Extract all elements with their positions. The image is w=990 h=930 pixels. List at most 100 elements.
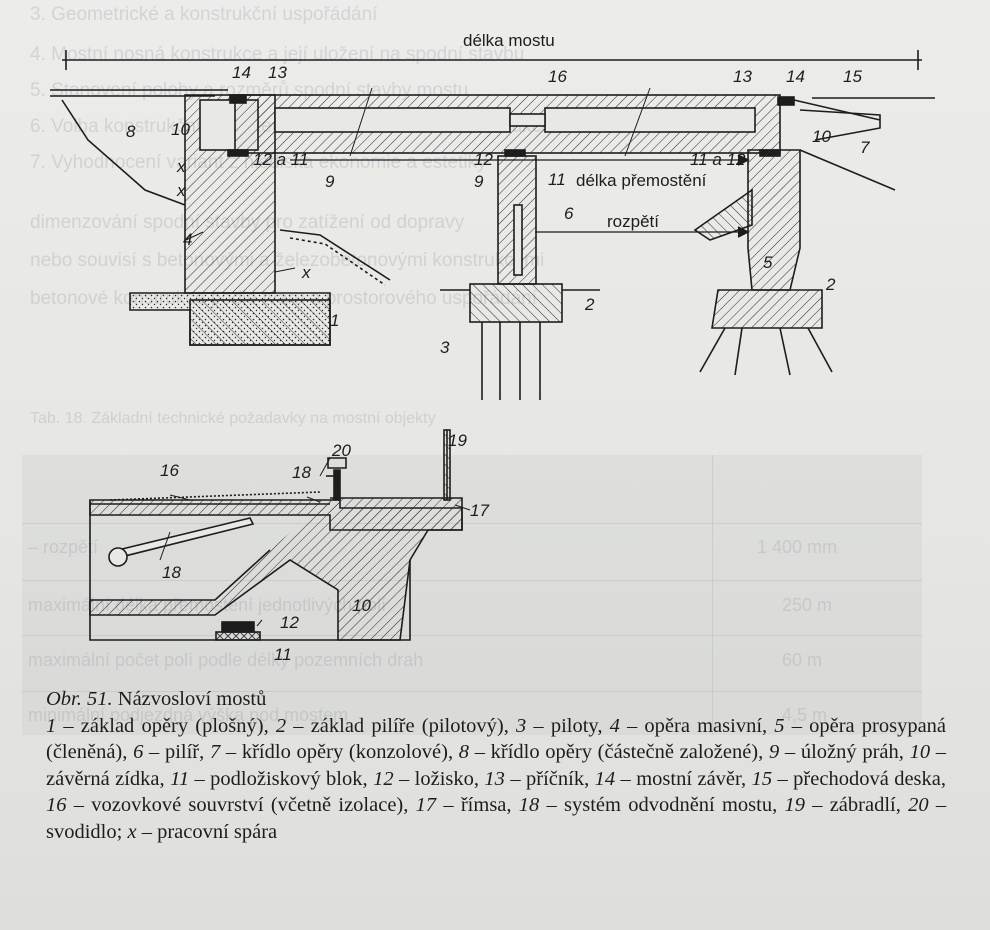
legend-item: 6 – pilíř — [133, 741, 199, 763]
legend-number: 12 — [373, 767, 394, 790]
top-labels: délka mostu 14 13 16 13 14 15 8 10 10 7 … — [126, 31, 870, 357]
ghost-table: – rozpětí 1 400 mm maximální délka přemo… — [22, 455, 922, 735]
legend-number: 11 — [170, 767, 190, 790]
legend-text: – křídlo opěry (částečně založené) — [469, 741, 759, 763]
caption-title: Obr. 51. Názvosloví mostů — [46, 686, 946, 713]
ghost-table-caption: Tab. 18. Základní technické požadavky na… — [30, 410, 436, 427]
label-x: x — [301, 263, 311, 282]
label-6: 6 — [564, 204, 574, 223]
legend-text: – zábradlí — [804, 794, 896, 816]
legend-text: – vozovkové souvrství (včetně izolace) — [66, 794, 404, 816]
ghost-cell: 250 m — [782, 595, 833, 615]
figure-caption: Obr. 51. Názvosloví mostů 1 – základ opě… — [46, 686, 946, 845]
legend-item: 4 – opěra masivní — [610, 715, 762, 737]
ghost-cell: minimální podjezdná výška pod mostem — [28, 705, 349, 725]
label-17: 17 — [470, 501, 489, 520]
label-4: 4 — [183, 230, 192, 249]
label-13: 13 — [268, 63, 287, 82]
legend-text: – příčník — [504, 767, 585, 790]
ghost-line: 3. Geometrické a konstrukční uspořádání — [30, 4, 378, 25]
cross-section-labels: 19 20 16 18 17 18 10 12 11 — [160, 431, 489, 664]
caption-title-text: Názvosloví mostů — [117, 688, 267, 710]
legend-number: 7 — [209, 741, 221, 763]
label-20: 20 — [331, 441, 351, 460]
right-foundation — [711, 289, 823, 329]
label-x: x — [176, 181, 186, 200]
pier-pile-cap — [469, 283, 563, 323]
legend-item: 14 – mostní závěr — [595, 768, 741, 790]
legend-text: – opěra masivní — [619, 714, 763, 737]
label-2: 2 — [825, 275, 836, 294]
cross-section — [89, 429, 471, 641]
legend-number: 5 — [774, 714, 785, 737]
label-16: 16 — [548, 67, 567, 86]
legend-number: 1 — [46, 714, 57, 737]
legend: 1 – základ opěry (plošný), 2 – základ pi… — [46, 714, 947, 843]
legend-text: – podložiskový blok — [189, 767, 363, 790]
ghost-cell: 60 m — [782, 650, 823, 670]
legend-item: 3 – piloty — [516, 715, 597, 737]
legend-item: 19 – zábradlí — [784, 794, 895, 816]
legend-text: – piloty — [526, 714, 598, 737]
label-crossing-length: délka přemostění — [576, 171, 707, 190]
label-9: 9 — [474, 172, 484, 191]
label-12: 12 — [280, 613, 299, 632]
legend-item: x – pracovní spára — [127, 821, 277, 843]
ghost-cell: 1 400 mm — [757, 537, 838, 557]
ghost-cell: 4,5 m — [782, 705, 828, 725]
label-11-a-12: 11 a 12 — [690, 150, 746, 169]
legend-number: 17 — [415, 794, 437, 816]
caption-prefix: Obr. 51. — [46, 688, 113, 710]
legend-number: x — [127, 820, 137, 843]
legend-text: – římsa — [436, 794, 507, 816]
legend-item: 11 – podložiskový blok — [170, 768, 362, 790]
legend-item: 8 – křídlo opěry (částečně založené) — [459, 741, 758, 763]
legend-number: 2 — [275, 714, 287, 737]
legend-number: 15 — [751, 767, 773, 790]
label-15: 15 — [843, 67, 862, 86]
legend-item: 16 – vozovkové souvrství (včetně izolace… — [46, 794, 403, 816]
legend-number: 8 — [458, 741, 470, 763]
top-elevation — [50, 50, 935, 400]
label-10: 10 — [812, 127, 831, 146]
legend-text: – závěrná zídka — [46, 741, 947, 790]
legend-item: 18 – systém odvodnění mostu — [519, 794, 772, 816]
bridge-nomenclature-drawing: délka mostu 14 13 16 13 14 15 8 10 10 7 … — [50, 31, 935, 664]
legend-item: 1 – základ opěry (plošný) — [46, 715, 264, 737]
label-2: 2 — [584, 295, 595, 314]
legend-text: – přechodová deska — [772, 767, 941, 790]
ghost-line: nebo souvisí s betonovými a železobetono… — [30, 250, 545, 271]
legend-text: – pracovní spára — [136, 820, 278, 843]
legend-text: – křídlo opěry (konzolové) — [220, 741, 448, 763]
legend-item: 20 – svodidlo — [46, 794, 946, 843]
label-11: 11 — [548, 170, 566, 189]
label-16: 16 — [160, 461, 179, 480]
label-18: 18 — [162, 563, 181, 582]
legend-text: – pilíř — [143, 741, 200, 763]
label-8: 8 — [126, 122, 136, 141]
legend-text: – ložisko — [393, 767, 474, 790]
label-3: 3 — [440, 338, 450, 357]
label-x: x — [176, 157, 186, 176]
label-10: 10 — [171, 120, 190, 139]
legend-item: 7 – křídlo opěry (konzolové) — [210, 741, 448, 763]
label-12: 12 — [474, 150, 493, 169]
legend-number: 19 — [784, 794, 805, 816]
label-span: rozpětí — [607, 212, 659, 231]
label-11: 11 — [274, 645, 292, 664]
legend-text: – mostní závěr — [615, 767, 742, 790]
label-19: 19 — [448, 431, 467, 450]
label-18: 18 — [292, 463, 311, 482]
legend-number: 18 — [518, 794, 540, 816]
legend-number: 14 — [594, 767, 616, 790]
legend-text: – svodidlo — [46, 794, 947, 843]
label-1: 1 — [330, 311, 339, 330]
label-14: 14 — [232, 63, 251, 82]
legend-text: – opěra prosypaná (členěná) — [46, 714, 947, 764]
legend-text: – základ opěry (plošný) — [56, 714, 264, 737]
legend-item: 15 – přechodová deska — [752, 768, 941, 790]
label-12-a-11: 12 a 11 — [253, 150, 308, 169]
legend-number: 4 — [609, 714, 620, 737]
legend-item: 5 – opěra prosypaná (členěná) — [46, 715, 946, 764]
